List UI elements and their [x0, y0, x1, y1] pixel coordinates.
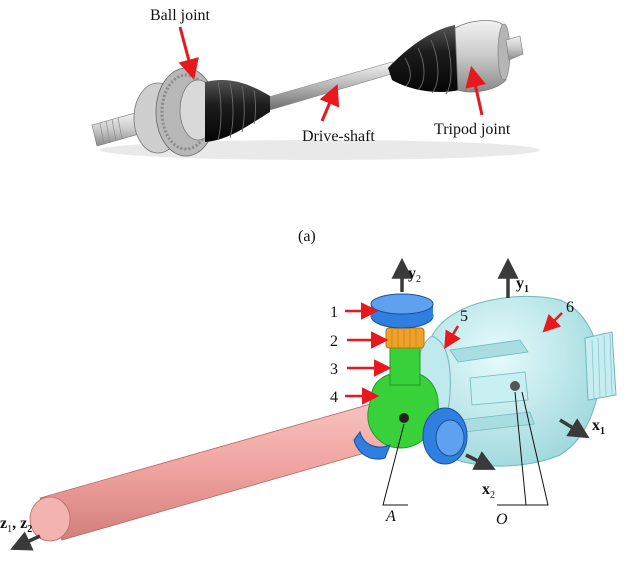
tripod-cad-model — [29, 293, 617, 542]
z-label: z1, z2 — [0, 515, 32, 535]
pink-shaft-end — [29, 496, 71, 542]
axis-labels: y2 y1 x1 x2 z1, z2 — [0, 265, 605, 535]
roller-front-face — [435, 419, 465, 457]
ball-joint-arrow — [178, 26, 199, 81]
drive-shaft-photo — [91, 20, 540, 160]
pink-shaft — [39, 397, 411, 541]
left-stub-splines — [99, 117, 123, 145]
housing-outlet — [584, 331, 617, 401]
panel-a-annotations: Ball joint Drive-shaft Tripod joint (a) — [150, 7, 511, 245]
right-stub — [505, 35, 524, 61]
y2-label: y2 — [408, 265, 421, 285]
part-number-2: 2 — [330, 333, 338, 350]
x2-label: x2 — [482, 481, 495, 501]
photo-shadow — [100, 140, 540, 160]
roller-left — [353, 430, 391, 460]
part-pointers — [345, 302, 563, 405]
point-a-label: A — [385, 508, 396, 525]
tripod-joint-boot — [388, 25, 460, 92]
y1-label: y1 — [516, 275, 529, 295]
ball-joint-boot — [205, 79, 270, 142]
leader-a — [382, 423, 408, 506]
part-number-6: 6 — [566, 299, 574, 316]
housing-tracks — [449, 339, 535, 433]
left-stub — [91, 112, 140, 147]
leader-o-right — [521, 391, 549, 506]
right-boot-folds — [404, 31, 452, 95]
part-number-1: 1 — [330, 304, 338, 321]
part-number-4: 4 — [330, 389, 338, 406]
needle-bearing-ribs — [391, 329, 417, 347]
point-o-marker — [510, 381, 520, 391]
point-o-label: O — [496, 511, 508, 528]
point-a-marker — [399, 413, 409, 423]
shaft-bar — [264, 61, 399, 111]
point-leaders: A O — [382, 391, 549, 528]
roller-1-face — [370, 293, 434, 315]
drive-shaft-arrow — [319, 84, 340, 122]
x1-axis-arrow — [559, 418, 590, 439]
pointer-5 — [444, 325, 461, 350]
part-number-5: 5 — [460, 308, 468, 325]
ball-joint-label: Ball joint — [150, 7, 211, 24]
panel-a-caption: (a) — [298, 228, 316, 245]
drive-shaft-label: Drive-shaft — [302, 128, 375, 145]
part-number-3: 3 — [330, 361, 338, 378]
spider-trunnion-up — [389, 344, 421, 386]
tripod-joint-arrow — [465, 65, 486, 116]
coordinate-axes — [10, 257, 590, 551]
pointer-6 — [542, 312, 563, 333]
part-numbers: 1 2 3 4 5 6 — [330, 299, 574, 406]
outlet-splines — [591, 333, 613, 399]
z-axis-arrow — [10, 531, 41, 551]
left-boot-folds — [217, 81, 256, 141]
tripod-joint-label: Tripod joint — [434, 121, 511, 138]
x1-label: x1 — [592, 417, 605, 437]
x2-axis-arrow — [465, 451, 496, 470]
